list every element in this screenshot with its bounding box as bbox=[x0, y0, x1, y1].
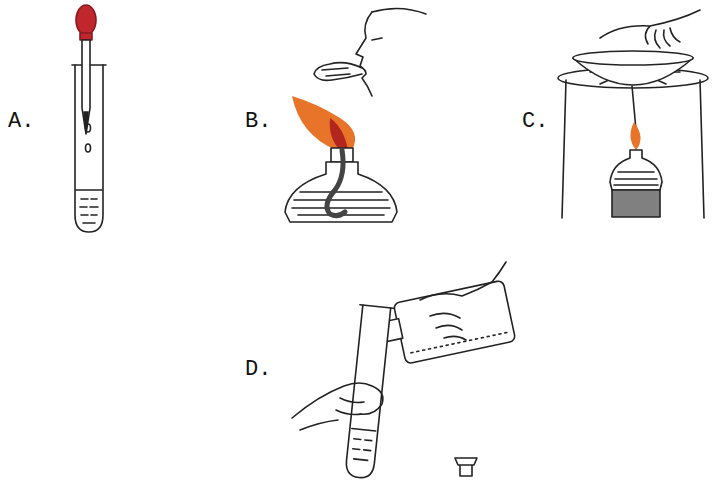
tripod-leg bbox=[562, 80, 566, 218]
lamp-lines bbox=[614, 172, 658, 185]
bubble bbox=[86, 124, 91, 132]
alcohol-lines bbox=[292, 192, 390, 215]
bubble bbox=[86, 144, 91, 152]
option-label: C. bbox=[522, 108, 548, 136]
hair bbox=[372, 8, 426, 14]
hand bbox=[600, 10, 700, 48]
small-lamp bbox=[610, 150, 662, 190]
lamp-flame bbox=[630, 122, 640, 150]
flame bbox=[292, 96, 355, 150]
wick bbox=[327, 150, 345, 216]
dropper-tube-figure bbox=[72, 5, 106, 232]
tube-rim bbox=[360, 305, 394, 309]
liquid-surface bbox=[76, 189, 102, 191]
eye bbox=[372, 38, 382, 40]
test-tube bbox=[345, 305, 391, 479]
breath-stream bbox=[314, 63, 362, 81]
tripod-leg bbox=[700, 80, 704, 218]
flame-core bbox=[330, 118, 348, 150]
option-label: D. bbox=[245, 356, 271, 384]
liquid-marks bbox=[80, 199, 98, 223]
dropper-bulb bbox=[76, 5, 96, 35]
liquid-marks bbox=[349, 429, 376, 461]
bottle-stopper bbox=[455, 458, 477, 476]
option-label: A. bbox=[8, 108, 34, 136]
alcohol-lamp-figure bbox=[285, 8, 426, 222]
face-profile bbox=[356, 12, 372, 96]
bottle-scale bbox=[411, 332, 509, 353]
pouring-figure bbox=[292, 262, 516, 479]
dropper-stem bbox=[82, 40, 90, 134]
option-label: B. bbox=[245, 108, 271, 136]
reagent-bottle bbox=[393, 280, 515, 364]
breath-lines bbox=[322, 68, 350, 76]
dish-rim bbox=[573, 51, 693, 65]
holding-hand bbox=[292, 383, 383, 430]
dropper-collar bbox=[80, 33, 92, 40]
pouring-hand bbox=[420, 262, 506, 340]
support-block bbox=[612, 190, 660, 217]
evaporation-figure bbox=[558, 10, 708, 218]
